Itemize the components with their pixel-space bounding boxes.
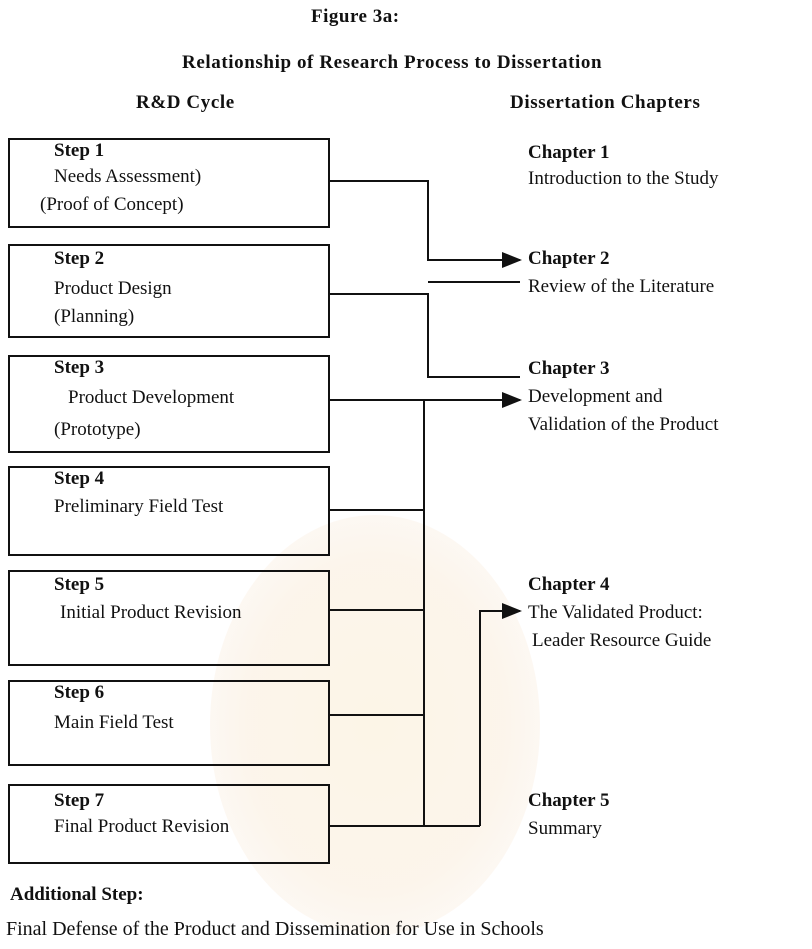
step-6-line-1: Main Field Test <box>54 712 174 733</box>
step-2-title: Step 2 <box>54 248 105 269</box>
step-3-title: Step 3 <box>54 357 105 378</box>
step-1-box: Step 1 Needs Assessment) (Proof of Conce… <box>8 138 330 228</box>
step-2-line-2: (Planning) <box>54 306 135 327</box>
step-5-box: Step 5 Initial Product Revision <box>8 570 330 666</box>
step-1-line-1: Needs Assessment) <box>54 166 202 187</box>
chapter-5-title: Chapter 5 <box>528 790 610 811</box>
step-5-line-1: Initial Product Revision <box>60 602 242 623</box>
step-4-title: Step 4 <box>54 468 105 489</box>
figure-label: Figure 3a: <box>311 6 400 27</box>
column-heading-rd-cycle: R&D Cycle <box>136 92 235 113</box>
connector-step2-branch <box>330 293 520 378</box>
chapter-2-line-1: Review of the Literature <box>528 276 715 297</box>
additional-step-text: Final Defense of the Product and Dissemi… <box>6 918 544 940</box>
step-6-box: Step 6 Main Field Test <box>8 680 330 766</box>
step-2-line-1: Product Design <box>54 278 172 299</box>
step-3-box: Step 3 Product Development (Prototype) <box>8 355 330 453</box>
connector-step1-to-chapter2 <box>330 180 522 268</box>
step-4-box: Step 4 Preliminary Field Test <box>8 466 330 556</box>
figure-title: Relationship of Research Process to Diss… <box>182 52 603 73</box>
chapter-3-line-2: Validation of the Product <box>528 414 719 435</box>
step-6-title: Step 6 <box>54 682 105 703</box>
connector-to-chapter4 <box>479 603 522 826</box>
step-2-box: Step 2 Product Design (Planning) <box>8 244 330 338</box>
step-7-title: Step 7 <box>54 790 105 811</box>
additional-step-heading: Additional Step: <box>10 884 144 905</box>
step-3-line-1: Product Development <box>68 387 235 408</box>
step-1-title: Step 1 <box>54 140 105 161</box>
chapter-4-title: Chapter 4 <box>528 574 610 595</box>
chapter-1-line-1: Introduction to the Study <box>528 168 719 189</box>
step-3-line-2: (Prototype) <box>54 419 141 440</box>
chapter-2-title: Chapter 2 <box>528 248 610 269</box>
step-4-line-1: Preliminary Field Test <box>54 496 224 517</box>
column-heading-dissertation-chapters: Dissertation Chapters <box>510 92 701 113</box>
step-7-box: Step 7 Final Product Revision <box>8 784 330 864</box>
university-seal-watermark <box>210 515 540 935</box>
chapter-3-line-1: Development and <box>528 386 663 407</box>
chapter-1-title: Chapter 1 <box>528 142 610 163</box>
chapter-4-line-2: Leader Resource Guide <box>532 630 712 651</box>
chapter-4-line-1: The Validated Product: <box>528 602 703 623</box>
step-1-line-2: (Proof of Concept) <box>40 194 184 215</box>
chapter-3-title: Chapter 3 <box>528 358 610 379</box>
step-7-line-1: Final Product Revision <box>54 816 230 837</box>
chapter-5-line-1: Summary <box>528 818 602 839</box>
step-5-title: Step 5 <box>54 574 105 595</box>
